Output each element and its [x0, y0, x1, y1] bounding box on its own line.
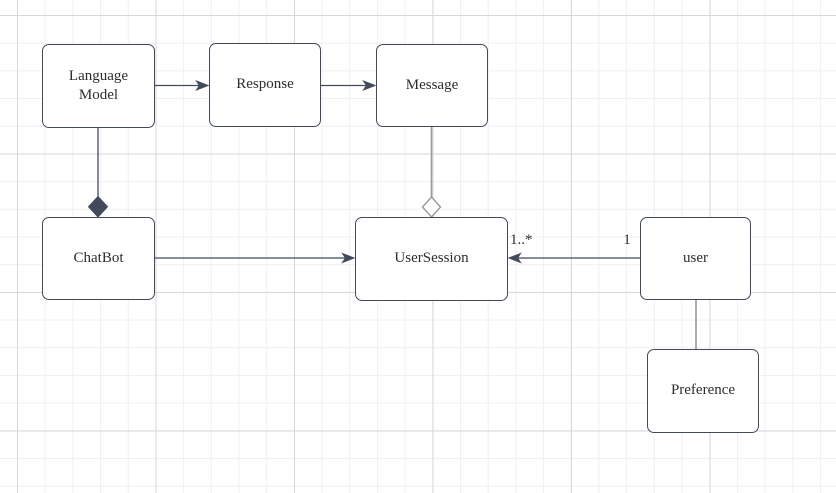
node-response[interactable]: Response	[209, 43, 321, 127]
edge-response-message[interactable]	[321, 79, 377, 92]
arrowhead-icon	[341, 252, 356, 264]
node-label: ChatBot	[73, 249, 124, 266]
node-usersession[interactable]: UserSession	[355, 217, 508, 301]
node-label: Preference	[670, 382, 736, 399]
node-message[interactable]: Message	[376, 44, 488, 127]
edge-chatbot-usersession[interactable]	[155, 252, 356, 264]
edge-user-usersession[interactable]	[507, 252, 640, 264]
arrowhead-icon	[507, 252, 522, 264]
node-label: Message	[405, 76, 459, 93]
node-label: user	[683, 249, 708, 266]
node-label: UserSession	[394, 250, 469, 267]
arrowhead-icon	[195, 79, 210, 92]
node-chatbot[interactable]: ChatBot	[42, 217, 155, 300]
node-preference[interactable]: Preference	[647, 349, 759, 433]
node-label: Language Model	[68, 67, 129, 104]
arrowhead-icon	[362, 79, 377, 92]
aggregation-diamond-icon	[421, 195, 442, 219]
edge-multiplicity-label-user[interactable]: 1	[623, 232, 631, 248]
composition-diamond-icon	[87, 195, 109, 218]
edge-languagemodel-chatbot[interactable]	[87, 128, 109, 218]
edge-multiplicity-label-usersession[interactable]: 1..*	[510, 232, 533, 248]
node-user[interactable]: user	[640, 217, 751, 300]
edge-message-usersession[interactable]	[421, 127, 442, 219]
node-label: Response	[236, 76, 294, 93]
edge-languagemodel-response[interactable]	[155, 79, 210, 92]
node-language-model[interactable]: Language Model	[42, 44, 155, 128]
